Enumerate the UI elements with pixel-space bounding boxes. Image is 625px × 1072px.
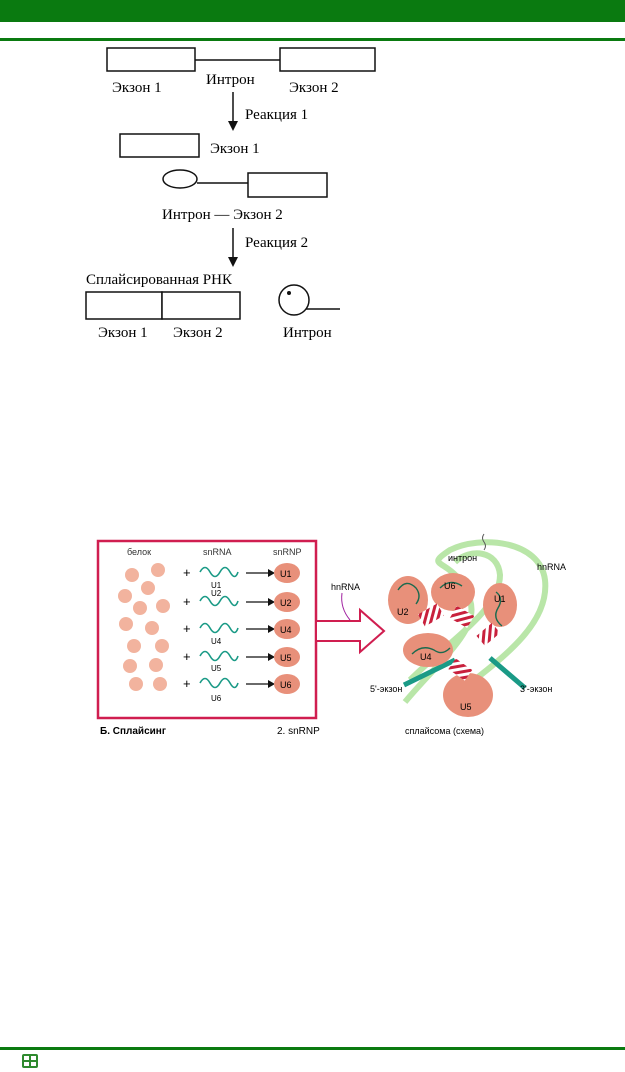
plus-sign: + bbox=[183, 594, 191, 609]
row3-exon1-label: Экзон 1 bbox=[98, 325, 148, 341]
col-protein-header: белок bbox=[127, 547, 151, 557]
row2-exon1-label: Экзон 1 bbox=[210, 141, 260, 157]
base-pairing-hatch-3 bbox=[476, 622, 501, 646]
spliceosome-schematic: U2 U6 U1 U4 U5 интрон hnRNA 5'-экзон 3'-… bbox=[370, 533, 566, 736]
snrna-row-3: + U4 U4 bbox=[183, 619, 300, 646]
row1-intron-label: Интрон bbox=[206, 72, 255, 88]
row1-arrowhead bbox=[268, 569, 275, 577]
plus-sign: + bbox=[183, 621, 191, 636]
footer-logo-icon bbox=[22, 1054, 38, 1068]
spliced-exon2-box bbox=[161, 291, 241, 320]
row4-arrowhead bbox=[268, 653, 275, 661]
particle-u2-label: U2 bbox=[397, 607, 409, 617]
reaction2-label: Реакция 2 bbox=[245, 235, 308, 251]
u4-rna-strand bbox=[411, 647, 451, 655]
exon2-box bbox=[279, 47, 376, 72]
exon5-label: 5'-экзон bbox=[370, 684, 402, 694]
header-divider bbox=[0, 38, 625, 41]
hnrna-pointer-line bbox=[341, 592, 351, 621]
spliced-rna-title: Сплайсированная РНК bbox=[86, 272, 233, 288]
exon3-label: 3'-экзон bbox=[520, 684, 552, 694]
plus-sign: + bbox=[183, 676, 191, 691]
snrnp-u2 bbox=[274, 592, 300, 612]
snrna-row-4: + U5 U5 bbox=[183, 647, 300, 673]
row3-exon2-label: Экзон 2 bbox=[173, 325, 223, 341]
snrnp-label-u5: U5 bbox=[280, 653, 292, 663]
snrnp-label-u4: U4 bbox=[280, 625, 292, 635]
snrna-label-u2: U2 bbox=[211, 589, 222, 598]
snrna-row-5: + U6 U6 bbox=[183, 674, 300, 703]
row3-intron-label: Интрон bbox=[283, 325, 332, 341]
exon5-strand bbox=[402, 657, 457, 688]
particle-u1-label: U1 bbox=[494, 594, 506, 604]
snrnp-u6 bbox=[274, 674, 300, 694]
reaction1-label: Реакция 1 bbox=[245, 107, 308, 123]
protein-dots bbox=[118, 563, 170, 691]
base-pairing-hatch-1 bbox=[417, 603, 445, 627]
snrna-coil-u1 bbox=[199, 566, 239, 578]
snrna-row-1: + U1 U1 bbox=[183, 563, 300, 590]
u2-rna-strand bbox=[397, 582, 420, 605]
snrna-label-u6: U6 bbox=[211, 694, 222, 703]
particle-u4-label: U4 bbox=[420, 652, 432, 662]
snrna-label-u5: U5 bbox=[211, 664, 222, 673]
u1-rna-strand bbox=[495, 591, 503, 627]
snrna-coil-u4 bbox=[199, 622, 239, 634]
snrnp-label-u2: U2 bbox=[280, 598, 292, 608]
spliced-exon1-box bbox=[85, 291, 163, 320]
footer-divider bbox=[0, 1047, 625, 1050]
col-snrna-header: snRNA bbox=[203, 547, 232, 557]
caption-snrnp: 2. snRNP bbox=[277, 726, 320, 737]
reaction1-arrowhead bbox=[228, 121, 238, 131]
snrnp-u5 bbox=[274, 647, 300, 667]
col-snrnp-header: snRNP bbox=[273, 547, 302, 557]
hnrna-label: hnRNA bbox=[537, 562, 566, 572]
header-bar bbox=[0, 0, 625, 22]
snrna-coil-u5 bbox=[199, 650, 239, 662]
row1-exon1-label: Экзон 1 bbox=[112, 80, 162, 96]
row2-exon2-box bbox=[247, 172, 328, 198]
snrnp-u2-blob bbox=[388, 576, 428, 624]
snrna-label-u1: U1 bbox=[211, 581, 222, 590]
base-pairing-hatch-2 bbox=[449, 605, 475, 629]
lariat-branch-dot bbox=[287, 291, 291, 295]
snrnp-u4-blob bbox=[403, 633, 453, 667]
snrna-label-u4: U4 bbox=[211, 637, 222, 646]
released-lariat bbox=[278, 284, 310, 316]
snrna-coil-u2 bbox=[199, 595, 239, 607]
particle-u5-label: U5 bbox=[460, 702, 472, 712]
spliceosome-caption: сплайсома (схема) bbox=[405, 726, 484, 736]
exon1-box bbox=[106, 47, 196, 72]
snrna-coil-u6 bbox=[199, 677, 239, 689]
row2-arrowhead bbox=[268, 598, 275, 606]
snrnp-u5-blob bbox=[443, 673, 493, 717]
row1-exon2-label: Экзон 2 bbox=[289, 80, 339, 96]
snrna-row-2: + U2 U2 bbox=[183, 589, 300, 612]
plus-sign: + bbox=[183, 565, 191, 580]
snrnp-u6-blob bbox=[431, 573, 475, 611]
reaction2-arrowhead bbox=[228, 257, 238, 267]
u6-rna-strand bbox=[439, 581, 463, 589]
row2-intron-exon2-label: Интрон — Экзон 2 bbox=[162, 207, 283, 223]
row3-arrowhead bbox=[268, 625, 275, 633]
exon3-strand bbox=[488, 656, 527, 690]
snrnp-label-u6: U6 bbox=[280, 680, 292, 690]
plus-sign: + bbox=[183, 649, 191, 664]
intron-break-mark bbox=[482, 533, 486, 551]
lariat-loop bbox=[162, 169, 198, 189]
row5-arrowhead bbox=[268, 680, 275, 688]
hnrna-hollow-arrow bbox=[315, 607, 386, 655]
snrnp-u1 bbox=[274, 563, 300, 583]
intron-label: интрон bbox=[448, 553, 477, 563]
row2-exon1-box bbox=[119, 133, 200, 158]
hnrna-arrow-label: hnRNA bbox=[331, 582, 360, 592]
particle-u6-label: U6 bbox=[444, 581, 456, 591]
snrnp-label-u1: U1 bbox=[280, 569, 292, 579]
splicing-reaction-diagram: Экзон 1 Интрон Экзон 2 Реакция 1 Экзон 1… bbox=[85, 47, 376, 341]
snrnp-u4 bbox=[274, 619, 300, 639]
spliceosome-diagram: белок snRNA snRNP + U1 U1 + U2 U2 + U4 U… bbox=[96, 533, 566, 737]
caption-splicing: Б. Сплайсинг bbox=[100, 726, 166, 737]
base-pairing-hatch-4 bbox=[448, 658, 473, 681]
